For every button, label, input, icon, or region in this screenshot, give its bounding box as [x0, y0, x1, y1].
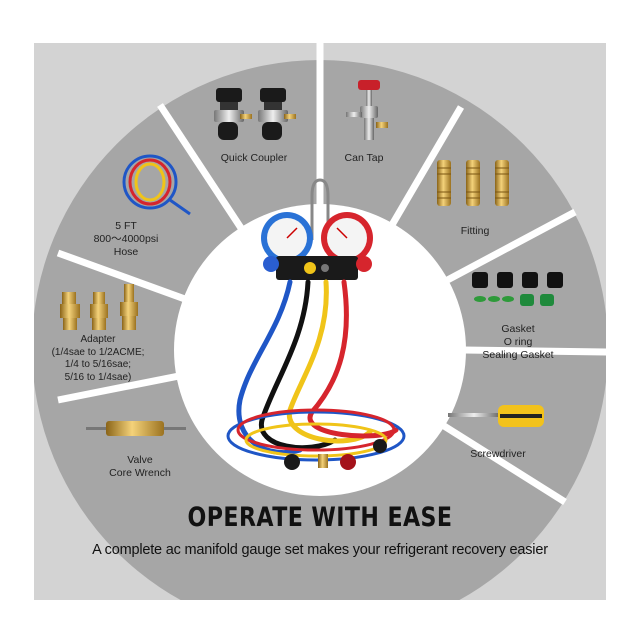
manifold-gauge-set — [261, 178, 373, 280]
segment-label-fitting: Fitting — [460, 225, 490, 237]
segment-label-gasket: Gasket O ring Sealing Gasket — [482, 323, 554, 361]
hose-icon — [122, 154, 191, 216]
headline: OPERATE WITH EASE — [187, 502, 453, 533]
quick-coupler-icon — [214, 88, 296, 140]
fitting-icon — [437, 160, 509, 206]
manifold-hoses — [226, 279, 406, 462]
hose-couplers — [284, 439, 387, 470]
center-circle — [174, 204, 466, 496]
can-tap-icon — [346, 80, 388, 140]
segment-label-quick-coupler: Quick Coupler — [220, 152, 288, 164]
gasket-icon — [472, 272, 563, 306]
segment-label-screwdriver: Screwdriver — [470, 448, 526, 460]
screwdriver-icon — [448, 405, 544, 427]
segment-label-can-tap: Can Tap — [344, 152, 384, 164]
tagline: A complete ac manifold gauge set makes y… — [92, 542, 548, 558]
adapter-icon — [60, 284, 138, 330]
valve-core-wrench-icon — [86, 421, 186, 436]
segment-label-hose: 5 FT 800～4000psi Hose — [93, 220, 159, 258]
segment-label-adapter: Adapter (1/4sae to 1/2ACME; 1/4 to 5/16s… — [51, 334, 145, 383]
segment-label-valve-core-wrench: Valve Core Wrench — [109, 454, 171, 479]
